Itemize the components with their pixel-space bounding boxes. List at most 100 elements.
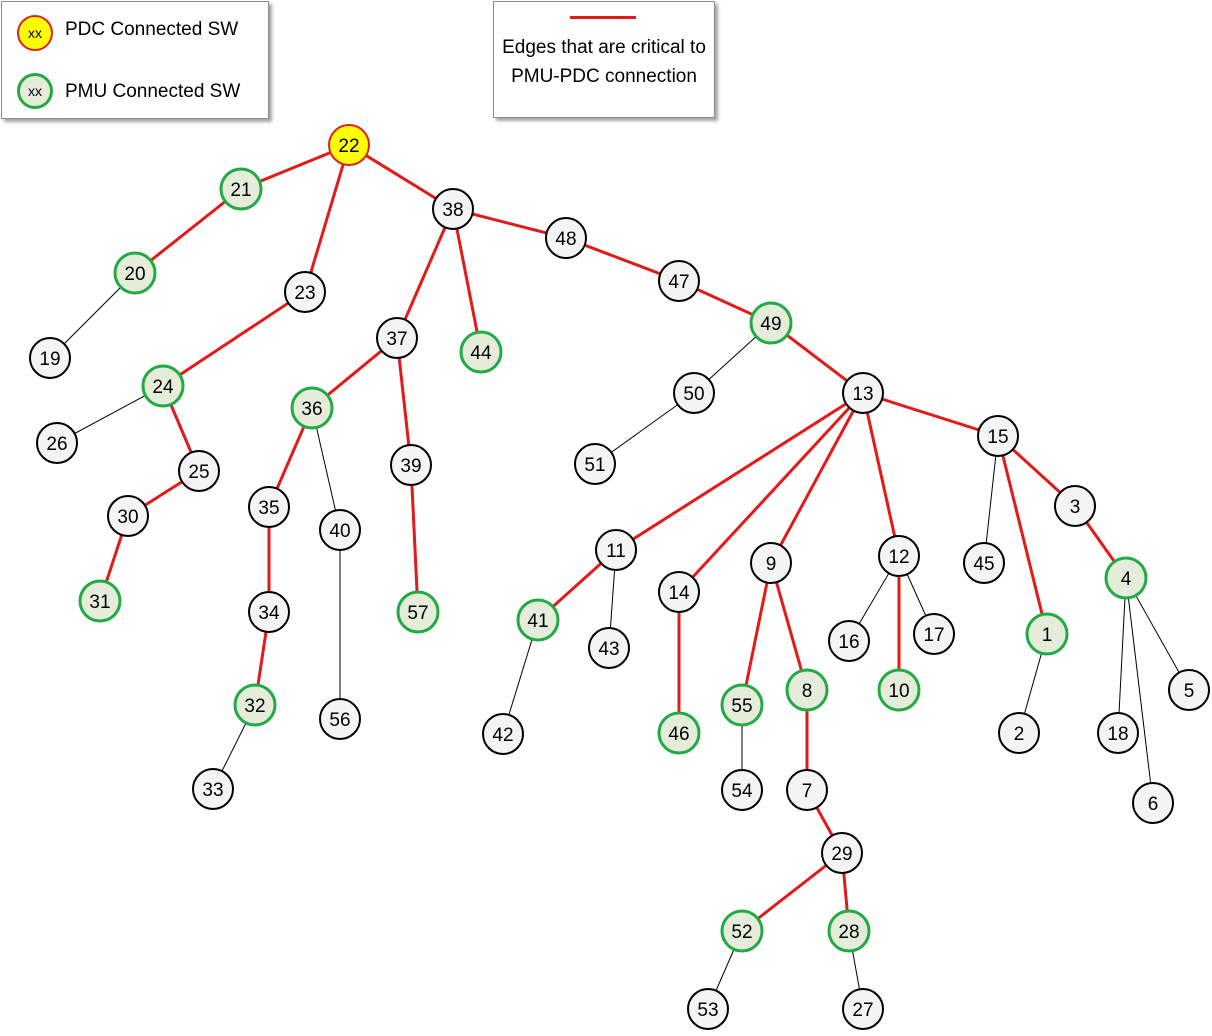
switch-node-16: 16 bbox=[828, 620, 870, 662]
node-label-6: 6 bbox=[1148, 794, 1159, 815]
node-label-44: 44 bbox=[470, 343, 492, 364]
node-label-34: 34 bbox=[258, 603, 280, 624]
node-label-33: 33 bbox=[202, 780, 223, 801]
node-circle-1 bbox=[1025, 612, 1069, 656]
node-label-39: 39 bbox=[400, 456, 421, 477]
node-label-25: 25 bbox=[188, 462, 209, 483]
node-circle-32 bbox=[233, 683, 277, 727]
switch-node-11: 11 bbox=[595, 529, 637, 571]
node-circle-54 bbox=[721, 769, 763, 811]
node-circle-43 bbox=[588, 627, 630, 669]
node-label-52: 52 bbox=[731, 922, 752, 943]
node-circle-38 bbox=[432, 188, 474, 230]
node-circle-23 bbox=[284, 271, 326, 313]
switch-node-51: 51 bbox=[574, 443, 616, 485]
switch-node-56: 56 bbox=[319, 698, 361, 740]
node-circle-33 bbox=[192, 768, 234, 810]
node-label-10: 10 bbox=[888, 681, 909, 702]
node-label-55: 55 bbox=[731, 696, 752, 717]
node-circle-40 bbox=[319, 509, 361, 551]
node-label-57: 57 bbox=[407, 603, 428, 624]
node-label-5: 5 bbox=[1184, 681, 1195, 702]
switch-node-35: 35 bbox=[248, 486, 290, 528]
switch-node-42: 42 bbox=[482, 713, 524, 755]
node-label-51: 51 bbox=[584, 455, 605, 476]
switch-node-17: 17 bbox=[913, 613, 955, 655]
switch-node-28: 28 bbox=[827, 909, 871, 953]
node-circle-45 bbox=[963, 542, 1005, 584]
critical-edge-13-12 bbox=[861, 392, 901, 557]
switch-node-38: 38 bbox=[432, 188, 474, 230]
node-label-21: 21 bbox=[230, 180, 251, 201]
node-circle-19 bbox=[29, 337, 71, 379]
switch-node-20: 20 bbox=[113, 251, 157, 295]
switch-node-37: 37 bbox=[376, 317, 418, 359]
switch-node-44: 44 bbox=[459, 330, 503, 374]
switch-node-27: 27 bbox=[842, 988, 884, 1030]
node-circle-39 bbox=[390, 444, 432, 486]
switch-node-49: 49 bbox=[749, 301, 793, 345]
switch-node-47: 47 bbox=[658, 260, 700, 302]
switch-node-45: 45 bbox=[963, 542, 1005, 584]
node-circle-48 bbox=[545, 217, 587, 259]
node-label-36: 36 bbox=[301, 399, 322, 420]
switch-node-32: 32 bbox=[233, 683, 277, 727]
critical-edge-legend-label: Edges that are critical to PMU-PDC conne… bbox=[502, 37, 706, 87]
switch-node-1: 1 bbox=[1025, 612, 1069, 656]
switch-node-4: 4 bbox=[1104, 556, 1148, 600]
node-circle-36 bbox=[290, 386, 334, 430]
node-circle-44 bbox=[459, 330, 503, 374]
node-label-24: 24 bbox=[152, 377, 174, 398]
node-label-35: 35 bbox=[258, 498, 279, 519]
switch-node-23: 23 bbox=[284, 271, 326, 313]
switch-node-10: 10 bbox=[877, 668, 921, 712]
node-circle-34 bbox=[248, 591, 290, 633]
node-circle-2 bbox=[998, 712, 1040, 754]
critical-edge-9-55 bbox=[740, 562, 773, 706]
switch-node-19: 19 bbox=[29, 337, 71, 379]
switch-node-25: 25 bbox=[178, 450, 220, 492]
switch-node-3: 3 bbox=[1054, 485, 1096, 527]
pdc-legend-label: PDC Connected SW bbox=[65, 19, 239, 40]
edge-4-18 bbox=[1117, 577, 1127, 734]
critical-edge-13-15 bbox=[862, 391, 999, 438]
edge-15-45 bbox=[983, 435, 999, 564]
node-label-15: 15 bbox=[987, 427, 1008, 448]
node-circle-56 bbox=[319, 698, 361, 740]
switch-node-14: 14 bbox=[658, 571, 700, 613]
switch-node-55: 55 bbox=[720, 683, 764, 727]
switch-node-15: 15 bbox=[977, 415, 1019, 457]
node-circle-53 bbox=[687, 988, 729, 1030]
switch-node-43: 43 bbox=[588, 627, 630, 669]
critical-edge-21-20 bbox=[134, 187, 242, 275]
node-label-22: 22 bbox=[338, 136, 359, 157]
critical-edge-39-57 bbox=[409, 464, 420, 613]
node-circle-8 bbox=[785, 668, 829, 712]
edge-legend: Edges that are critical to PMU-PDC conne… bbox=[493, 1, 715, 118]
node-label-16: 16 bbox=[838, 632, 859, 653]
switch-node-50: 50 bbox=[673, 372, 715, 414]
node-circle-26 bbox=[36, 422, 78, 464]
node-type-legend: xx PDC Connected SW xx PMU Connected SW bbox=[1, 1, 269, 119]
node-circle-37 bbox=[376, 317, 418, 359]
critical-edge-13-9 bbox=[769, 392, 865, 564]
switch-node-53: 53 bbox=[687, 988, 729, 1030]
node-circle-25 bbox=[178, 450, 220, 492]
node-circle-4 bbox=[1104, 556, 1148, 600]
node-label-46: 46 bbox=[668, 724, 689, 745]
switch-node-40: 40 bbox=[319, 509, 361, 551]
node-circle-35 bbox=[248, 486, 290, 528]
critical-edge-37-39 bbox=[395, 337, 413, 466]
switch-node-54: 54 bbox=[721, 769, 763, 811]
critical-edge-9-8 bbox=[769, 562, 809, 691]
critical-edge-22-23 bbox=[303, 144, 351, 293]
node-label-53: 53 bbox=[697, 1000, 718, 1021]
node-label-23: 23 bbox=[294, 283, 315, 304]
switch-node-29: 29 bbox=[821, 832, 863, 874]
node-circle-51 bbox=[574, 443, 616, 485]
node-label-3: 3 bbox=[1070, 497, 1081, 518]
node-circle-49 bbox=[749, 301, 793, 345]
node-label-8: 8 bbox=[802, 681, 813, 702]
node-label-49: 49 bbox=[760, 314, 781, 335]
